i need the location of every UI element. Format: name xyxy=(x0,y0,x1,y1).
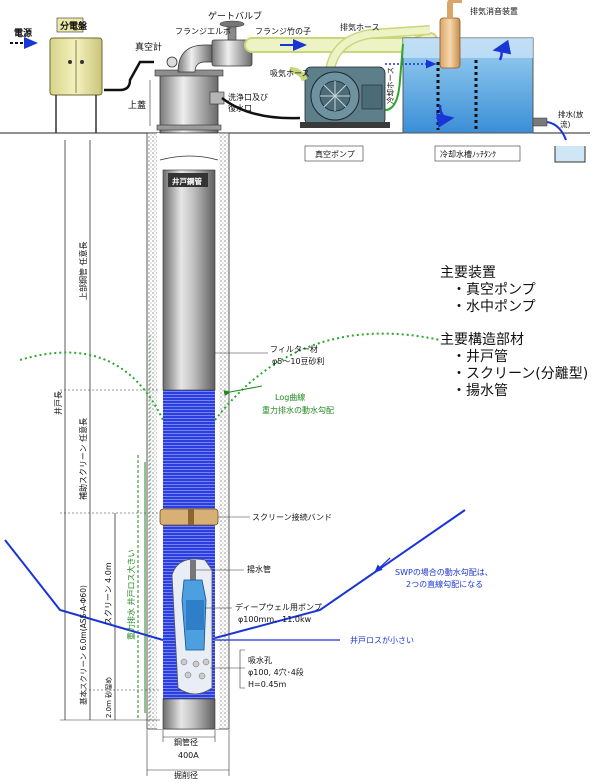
legend-equipment-title: 主要装置 xyxy=(440,265,496,281)
power-cable xyxy=(104,60,154,92)
label-cooling-tank: 冷却水槽ﾉｯﾁﾀﾝｸ xyxy=(440,149,496,159)
value-pipe-dia: 400A xyxy=(178,751,199,760)
panel-handle-right xyxy=(80,60,84,64)
label-discharge2: 流) xyxy=(560,119,570,129)
pipe-break xyxy=(159,155,219,161)
pump-base xyxy=(300,122,390,128)
lid-flange xyxy=(156,124,222,131)
label-gate-valve: ゲートバルブ xyxy=(208,10,262,22)
intake-hole xyxy=(180,658,188,666)
label-filter: フィルター材 xyxy=(270,344,318,354)
label-intake-h: H=0.45m xyxy=(248,680,287,689)
label-bore-dia: 掘削径 xyxy=(174,770,198,780)
tank-flow xyxy=(435,104,455,128)
discharge-flow xyxy=(546,121,567,141)
intake-hole xyxy=(202,658,210,666)
exhaust-silencer xyxy=(439,17,461,69)
label-exhaust-silencer: 排気消音装置 xyxy=(470,6,518,16)
screen-band-clip xyxy=(188,509,194,525)
legend-structure-item: ・スクリーン(分離型) xyxy=(452,365,588,382)
label-screen-band: スクリーン接続バンド xyxy=(252,512,332,522)
label-aux-screen-len: 補助スクリーン 任意長 xyxy=(78,418,88,500)
log-curve-left xyxy=(19,351,164,421)
pump-motor-box xyxy=(361,84,383,110)
label-exhaust-hose: 排気ホース xyxy=(340,22,380,32)
pump-motor xyxy=(186,600,204,630)
vacuum-pump-label-box xyxy=(304,145,364,162)
exhaust-hose-inner xyxy=(326,26,431,71)
label-filter-size: φ5～10豆砂利 xyxy=(272,356,325,366)
label-swp-note1: SWPの場合の動水勾配は、 xyxy=(395,567,493,577)
panel-label-box xyxy=(56,17,84,33)
swp-line-left xyxy=(4,539,164,641)
label-pipe-dia: 鋼管径 xyxy=(174,737,198,747)
label-gravity-gradient: 重力排水の動水勾配 xyxy=(262,405,334,415)
label-panel: 分電盤 xyxy=(60,20,88,32)
intake-hole xyxy=(192,660,200,668)
cooling-hose xyxy=(384,43,404,111)
wash-port xyxy=(209,91,225,105)
lift-pipe-inner xyxy=(190,560,196,580)
label-discharge: 排水(放 xyxy=(558,109,584,119)
fan-blades xyxy=(320,81,350,111)
label-flange-bamboo: フランジ竹の子 xyxy=(255,26,311,36)
valve-handle xyxy=(219,20,245,28)
label-log-curve: Log曲線 xyxy=(275,392,305,402)
label-gravity-drain: 重力排水 井戸ロス大きい xyxy=(126,549,136,640)
label-pump-spec: φ100mm、11.0kw xyxy=(238,615,312,624)
label-lift-pipe: 揚水管 xyxy=(247,564,271,574)
swp-pointer xyxy=(374,557,391,573)
legend-equipment-item: ・水中ポンプ xyxy=(452,299,536,315)
label-cooling-hose: 冷却ホース xyxy=(385,67,395,104)
sump-pipe xyxy=(162,698,216,730)
legend-structure-item: ・井戸管 xyxy=(452,349,508,365)
suction-hose-pump xyxy=(289,67,308,82)
legend-equipment-item: ・真空ポンプ xyxy=(452,282,536,298)
intake-bracket xyxy=(239,649,245,689)
legend-structure-item: ・揚水管 xyxy=(452,382,508,399)
swp-line-right xyxy=(214,509,466,639)
label-power: 電源 xyxy=(14,27,32,39)
tank-outlet xyxy=(532,117,548,127)
power-cable2 xyxy=(221,97,301,120)
label-swp-note2: 2つの直線勾配になる xyxy=(406,579,483,589)
label-flange-elbow: フランジエルボ xyxy=(175,27,231,36)
log-curve-pointer xyxy=(223,385,263,397)
discharge-pit xyxy=(554,146,586,163)
label-wash-port: 洗浄口及び xyxy=(228,92,268,102)
label-vacuum-pump: 真空ポンプ xyxy=(315,149,355,159)
label-deepwell-pump: ディープウェル用ポンプ xyxy=(235,602,322,612)
label-well-loss-small: 井戸ロスが小さい xyxy=(350,635,414,645)
tank-top xyxy=(403,38,533,58)
label-intake: 吸水孔 xyxy=(248,655,272,665)
flange-elbow xyxy=(177,44,213,73)
label-main-screen-len: 基本スクリーン 6.0m(ASS-A-Φ60) xyxy=(78,585,88,705)
label-well-steel-pipe: 井戸鋼管 xyxy=(172,176,202,186)
label-vacuum-gauge: 真空計 xyxy=(135,41,162,53)
label-screen-len: スクリーン 4.0m xyxy=(104,562,113,625)
aux-screen xyxy=(163,390,215,513)
log-curve-right xyxy=(214,332,441,421)
legend-structure-title: 主要構造部材 xyxy=(440,332,524,348)
label-return-port: 復水口 xyxy=(228,103,252,113)
label-upper-lid: 上蓋 xyxy=(128,99,146,111)
legend: 主要装置 ・真空ポンプ ・水中ポンプ 主要構造部材 ・井戸管 ・スクリーン(分離… xyxy=(440,265,588,399)
label-suction-hose: 吸気ホース xyxy=(270,68,310,78)
well-head xyxy=(159,71,219,134)
intake-hole xyxy=(184,671,192,679)
well-pipe-label-box xyxy=(168,173,208,187)
label-upper-pipe-len: 上部鋼管 任意長 xyxy=(78,241,88,300)
silencer-pipe xyxy=(447,0,462,18)
vacuum-gauge xyxy=(166,56,178,68)
panel-handle-left xyxy=(68,60,72,64)
well-steel-pipe xyxy=(162,169,216,391)
label-intake-spec: φ100, 4穴･4段 xyxy=(248,667,304,677)
label-sump: 2.0m 砂溜め xyxy=(104,677,113,718)
cooling-tank-label-box xyxy=(434,145,521,162)
label-well-len: 井戸長 xyxy=(53,391,63,415)
intake-hole xyxy=(198,672,206,680)
tank-flow2 xyxy=(492,39,512,61)
